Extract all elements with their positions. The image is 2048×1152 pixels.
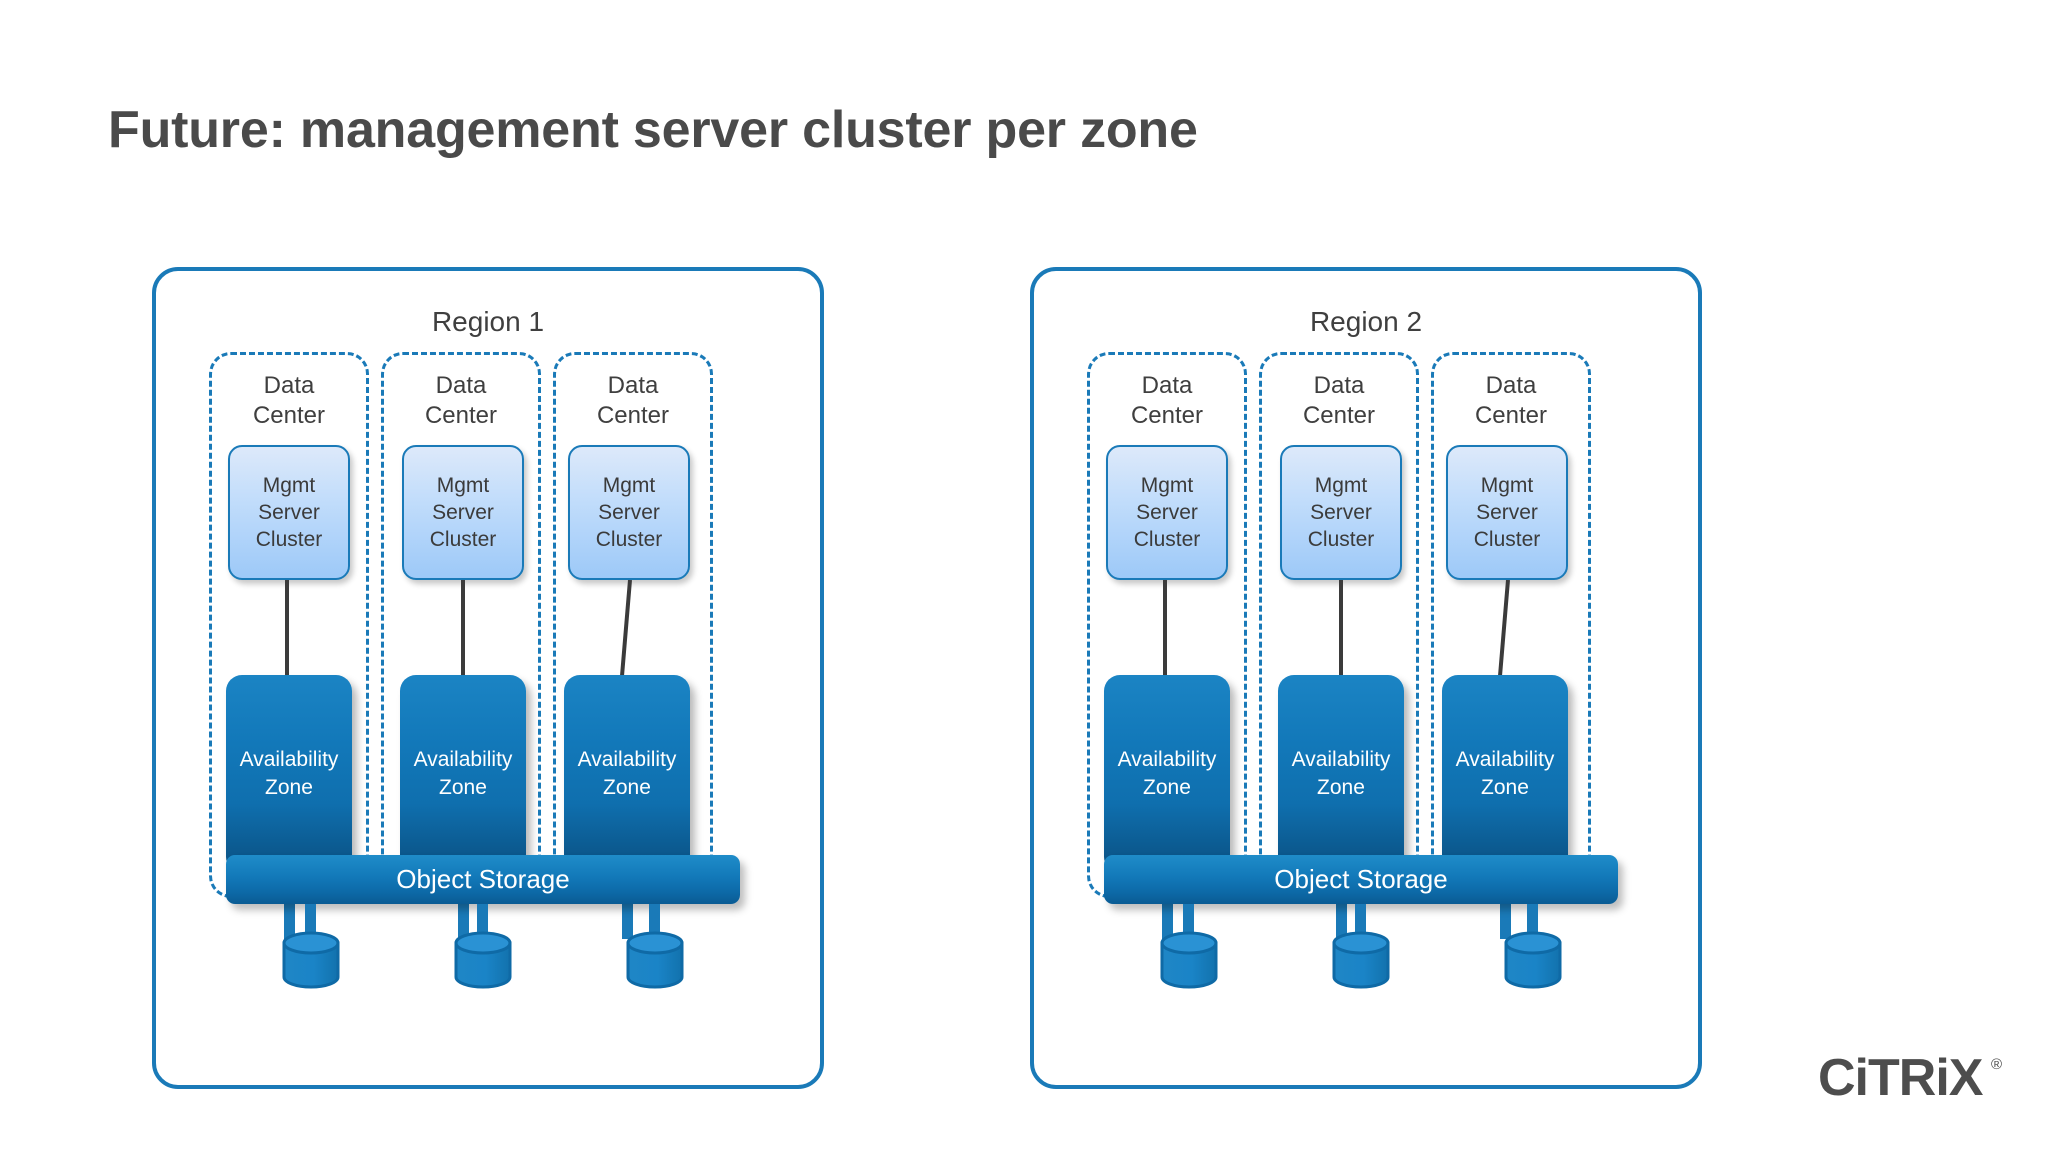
az-to-storage-stem xyxy=(284,873,295,939)
mgmt-to-az-connector xyxy=(620,580,632,676)
storage-cylinder-icon xyxy=(454,931,512,989)
mgmt-to-az-connector xyxy=(1498,580,1510,676)
az-to-storage-stem xyxy=(1500,873,1511,939)
object-storage-bar-1: Object Storage xyxy=(226,855,740,904)
storage-cylinder-icon xyxy=(1332,931,1390,989)
storage-cylinder-icon xyxy=(1160,931,1218,989)
region-label-2: Region 2 xyxy=(1309,306,1423,337)
storage-stem xyxy=(1355,904,1366,933)
az-to-storage-stem xyxy=(622,873,633,939)
storage-cylinder-icon xyxy=(626,931,684,989)
citrix-logo-text: CiTRiX xyxy=(1818,1049,1983,1107)
storage-cylinder-icon xyxy=(282,931,340,989)
storage-stem xyxy=(1527,904,1538,933)
region-label-1: Region 1 xyxy=(431,306,545,337)
az-to-storage-stem xyxy=(458,873,469,939)
storage-stem xyxy=(1183,904,1194,933)
storage-stem xyxy=(305,904,316,933)
az-to-storage-stem xyxy=(1162,873,1173,939)
storage-stem xyxy=(649,904,660,933)
object-storage-bar-2: Object Storage xyxy=(1104,855,1618,904)
storage-stem xyxy=(477,904,488,933)
registered-trademark-mark: ® xyxy=(1990,1056,2002,1073)
citrix-logo: CiTRiX ® xyxy=(1818,1049,2002,1114)
az-to-storage-stem xyxy=(1336,873,1347,939)
mgmt-to-az-connector xyxy=(461,580,465,676)
storage-cylinder-icon xyxy=(1504,931,1562,989)
mgmt-to-az-connector xyxy=(285,580,289,676)
mgmt-to-az-connector xyxy=(1339,580,1343,676)
page-title: Future: management server cluster per zo… xyxy=(108,101,1198,159)
mgmt-to-az-connector xyxy=(1163,580,1167,676)
